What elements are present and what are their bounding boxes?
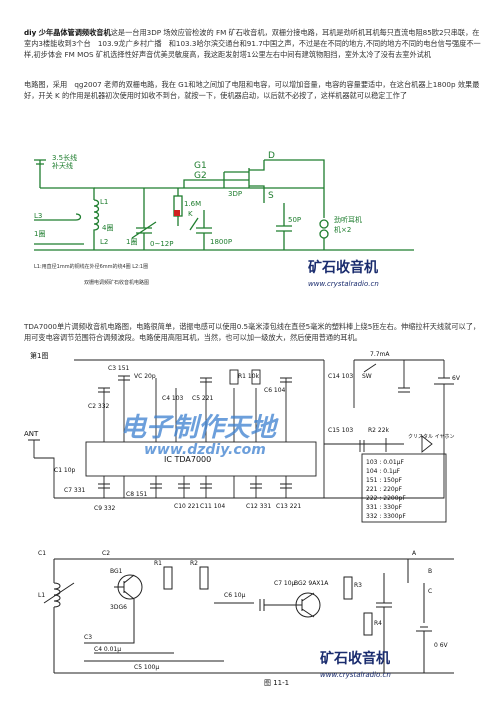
fig1-vc-label: 0~12P	[150, 240, 173, 248]
fig1-c50-label: 50P	[288, 216, 301, 224]
fig2-part-c1: C1 10p	[54, 467, 76, 474]
fig2-part-vc: VC 20p	[134, 373, 156, 380]
fig3-bg2: BG2 9AX1A	[294, 580, 329, 587]
fig1-caption: L1:用直径1mm的铜线在外径6mm的绕4圈 L2:1圈	[34, 263, 148, 270]
fig1-ant-label2: 补天线	[52, 161, 73, 170]
fig1-l3-label: L3	[34, 212, 42, 220]
fig2-ic: IC TDA7000	[164, 455, 211, 464]
fig2-part-c14: C14 103	[328, 373, 353, 380]
fig2-legend-6: 331 : 330pF	[366, 504, 403, 511]
figure3-svg: C1 C2 C3 C4 0.01μ C5 100μ C6 10μ C7 10μ …	[38, 550, 454, 687]
fig2-ant: ANT	[24, 430, 39, 438]
fig3-r3: R3	[354, 582, 362, 589]
fig1-k-label: K	[188, 210, 193, 218]
fig1-phone-label: 劲听耳机	[334, 215, 362, 224]
figure1-schematic: 3.5长线 补天线 L1 4圈 L3 1圈 L2 1圈 G1 G2 D S 3D…	[24, 148, 438, 296]
fig3-a: A	[412, 550, 417, 557]
fig3-r4: R4	[374, 620, 382, 627]
fig2-earphone: クリスタル イヤホン	[408, 433, 454, 440]
fig2-part-c9: C9 332	[94, 505, 116, 512]
fig1-g1-label: G1	[194, 161, 207, 171]
fig3-c2: C2	[102, 550, 110, 557]
fig3-c7: C7 10μ	[274, 580, 296, 587]
fig3-r2: R2	[190, 560, 198, 567]
fig3-r1: R1	[154, 560, 162, 567]
fig2-label: 第1图	[30, 351, 48, 360]
fig1-l2b-label: 1圈	[126, 238, 137, 246]
fig1-caption2: 双栅电调频矿石收音机电路图	[84, 279, 149, 286]
fig2-watermark-cn: 电子制作天地	[120, 413, 279, 443]
fig2-legend-4: 221 : 220pF	[366, 486, 403, 493]
fig1-watermark-url: www.crystalradio.cn	[308, 280, 379, 288]
fig2-part-c4: C4 103	[162, 395, 184, 402]
fig2-part-c12: C12 331	[246, 503, 271, 510]
figure3-schematic: C1 C2 C3 C4 0.01μ C5 100μ C6 10μ C7 10μ …	[24, 543, 478, 691]
fig2-part-c5: C5 221	[192, 395, 214, 402]
fig1-d-label: D	[268, 151, 275, 161]
fig1-l2-label: L2	[100, 238, 108, 246]
fig1-l1-label: L1	[100, 198, 108, 206]
section1-paragraph-2: 电路图，采用 qg2007 老师的双栅电路，我在 G1和地之间加了电阻和电容，可…	[24, 80, 480, 100]
fig2-part-c3: C3 151	[108, 365, 130, 372]
fig2-battery: 6V	[452, 375, 461, 382]
fig1-fet-label: 3DP	[228, 190, 242, 198]
fig2-part-r2: R2 22k	[368, 427, 390, 434]
fig1-cap-label: 1800P	[210, 238, 232, 246]
fig3-power: 0 6V	[434, 642, 449, 649]
fig3-c6: C6 10μ	[224, 592, 246, 599]
fig2-current: 7.7mA	[370, 351, 390, 358]
fig1-ant-label: 3.5长线	[52, 153, 77, 162]
section1-paragraph: diy 少年晶体管调频收音机这是一台用3DP 场效应管检波的 FM 矿石收音机，…	[24, 27, 482, 60]
fig3-c5: C5 100μ	[134, 664, 159, 671]
fig2-part-c13: C13 221	[276, 503, 301, 510]
fig2-part-c2: C2 332	[88, 403, 110, 410]
fig2-legend-5: 222 : 2200pF	[366, 495, 406, 502]
fig2-legend-7: 332 : 3300pF	[366, 513, 406, 520]
fig2-legend-2: 104 : 0.1μF	[366, 468, 401, 475]
figure1-svg: 3.5长线 补天线 L1 4圈 L3 1圈 L2 1圈 G1 G2 D S 3D…	[24, 148, 438, 296]
fig1-l3b-label: 1圈	[34, 230, 45, 238]
fig2-part-c6: C6 104	[264, 387, 286, 394]
fig3-c3: C3	[84, 634, 92, 641]
fig2-part-c8: C8 151	[126, 491, 148, 498]
fig1-r-label: 1.6M	[184, 200, 201, 208]
fig1-l1b-label: 4圈	[102, 224, 113, 232]
fig2-legend-1: 103 : 0.01μF	[366, 459, 404, 466]
fig1-watermark-cn: 矿石收音机	[308, 259, 378, 276]
fig3-l1: L1	[38, 592, 45, 599]
fig2-part-c10: C10 221	[174, 503, 199, 510]
fig3-watermark-url: www.crystalradio.cn	[320, 671, 391, 679]
fig1-s-label: S	[268, 191, 274, 201]
fig3-b: B	[428, 568, 432, 575]
fig3-label: 图 11-1	[264, 679, 289, 687]
section1-body: 这是一台用3DP 场效应管检波的 FM 矿石收音机，双栅分接电路，耳机是劲听机耳…	[24, 28, 481, 59]
fig2-watermark-url: www.dzdiy.com	[144, 442, 266, 458]
fig2-sw: SW	[362, 373, 372, 380]
fig2-part-r1: R1 10k	[238, 373, 260, 380]
fig3-3dg6: 3DG6	[110, 604, 127, 611]
fig2-part-c11: C11 104	[200, 503, 225, 510]
fig1-phone-label2: 机×2	[334, 225, 351, 234]
fig2-legend-3: 151 : 150pF	[366, 477, 403, 484]
fig3-c4: C4 0.01μ	[94, 646, 121, 653]
fig3-watermark-cn: 矿石收音机	[320, 650, 390, 667]
fig2-part-c15: C15 103	[328, 427, 353, 434]
figure2-schematic: 第1图 ANT IC TDA7000 7.7mA SW 6V クリスタル イヤホ…	[24, 348, 478, 526]
fig2-ic-box	[85, 441, 317, 477]
fig3-bg1: BG1	[110, 568, 123, 575]
figure2-svg: 第1图 ANT IC TDA7000 7.7mA SW 6V クリスタル イヤホ…	[24, 351, 461, 523]
section1-title: diy 少年晶体管调频收音机	[24, 28, 111, 37]
fig3-c: C	[428, 588, 432, 595]
section2-paragraph: TDA7000单片调频收音机电路图，电路很简单，谐振电感可以使用0.5毫米漆包线…	[24, 322, 481, 342]
fig1-g2-label: G2	[194, 171, 207, 181]
fig3-c1: C1	[38, 550, 46, 557]
fig2-part-c7: C7 331	[64, 487, 86, 494]
